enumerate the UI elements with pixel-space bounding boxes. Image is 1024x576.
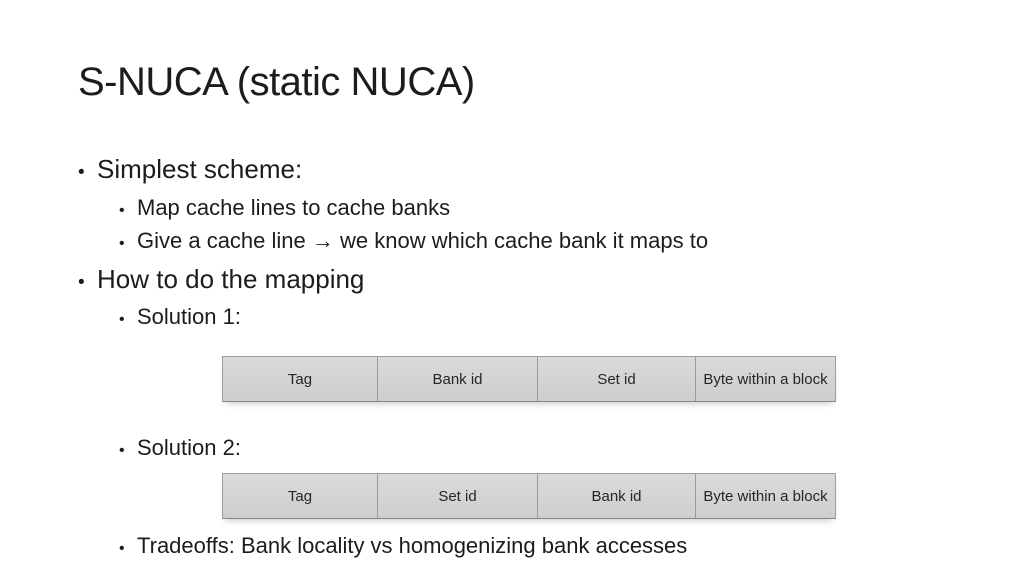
bullet-tradeoffs: • Tradeoffs: Bank locality vs homogenizin…: [119, 532, 687, 562]
bullet-solution-1: • Solution 1:: [119, 303, 241, 333]
bullet-text: Simplest scheme:: [97, 154, 303, 184]
table-cell-tag: Tag: [223, 474, 378, 518]
address-layout-table-solution1: Tag Bank id Set id Byte within a block: [222, 356, 836, 402]
table-cell-byte-within-block: Byte within a block: [703, 487, 828, 505]
bullet-icon: •: [78, 162, 85, 183]
bullet-text: Tradeoffs: Bank locality vs homogenizing…: [137, 533, 688, 558]
bullet-icon: •: [78, 272, 85, 293]
bullet-map-cache-lines: • Map cache lines to cache banks: [119, 194, 450, 224]
bullet-text: Solution 2:: [137, 435, 241, 460]
address-layout-table-solution2: Tag Set id Bank id Byte within a block: [222, 473, 836, 519]
bullet-text: Map cache lines to cache banks: [137, 195, 451, 220]
bullet-how-to-map: • How to do the mapping: [78, 263, 364, 299]
bullet-give-cache-line: • Give a cache line → we know which cache…: [119, 227, 708, 257]
bullet-icon: •: [119, 202, 125, 219]
table-cell-set-id: Set id: [378, 474, 538, 518]
table-cell-bank-id: Bank id: [378, 357, 538, 401]
bullet-simplest-scheme: • Simplest scheme:: [78, 153, 302, 189]
bullet-icon: •: [119, 442, 125, 459]
bullet-icon: •: [119, 540, 125, 557]
bullet-icon: •: [119, 311, 125, 328]
bullet-text: Solution 1:: [137, 304, 241, 329]
table-cell-byte-within-block: Byte within a block: [703, 370, 828, 388]
bullet-icon: •: [119, 235, 125, 252]
slide-title: S-NUCA (static NUCA): [78, 60, 475, 104]
bullet-solution-2: • Solution 2:: [119, 434, 241, 464]
bullet-text: How to do the mapping: [97, 264, 365, 294]
table-cell-set-id: Set id: [538, 357, 696, 401]
table-cell-tag: Tag: [223, 357, 378, 401]
table-cell-bank-id: Bank id: [538, 474, 696, 518]
bullet-text: Give a cache line → we know which cache …: [137, 228, 709, 253]
